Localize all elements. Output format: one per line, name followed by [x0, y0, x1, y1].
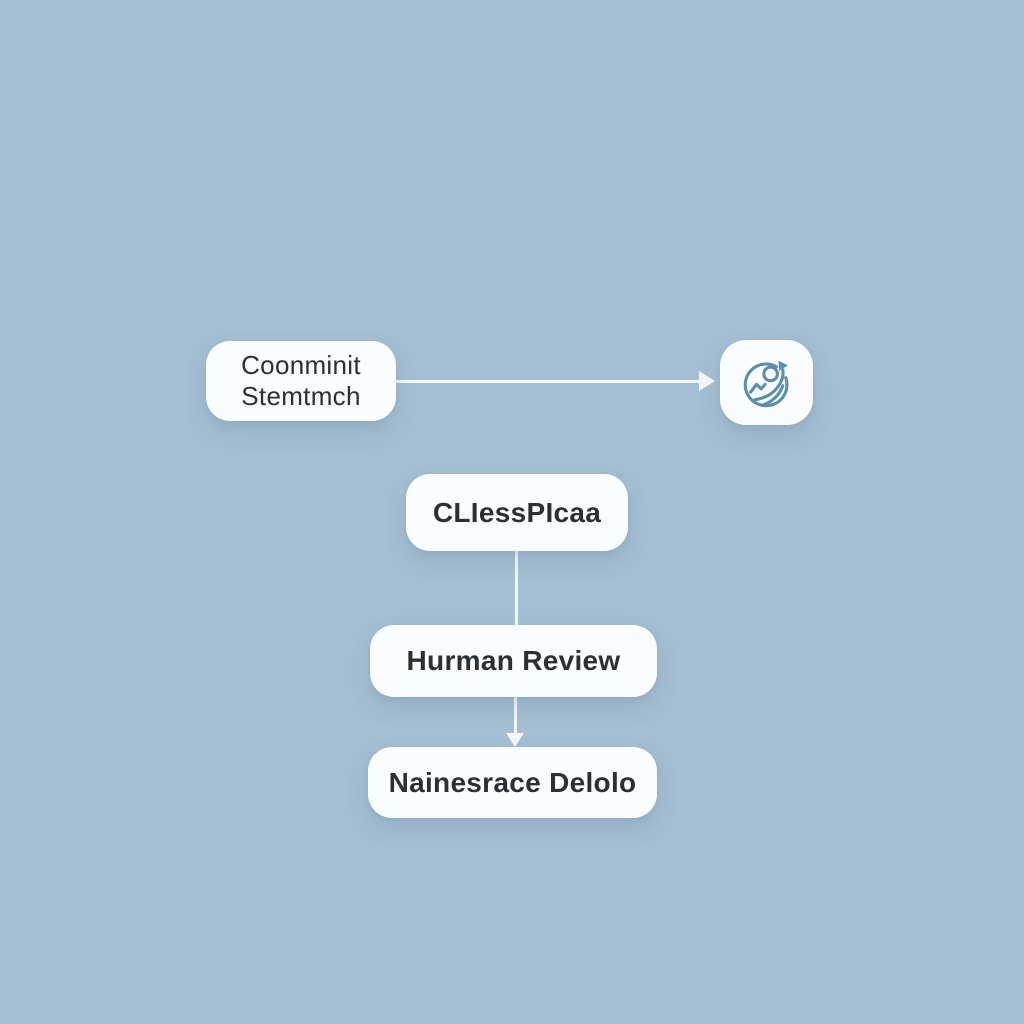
connector-node1-to-icon [396, 380, 700, 383]
node-label: Hurman Review [406, 645, 621, 676]
node-label: CLIessPIcaa [432, 496, 602, 528]
connector-node2-to-node3 [515, 551, 518, 626]
connector-node3-to-node4 [514, 697, 517, 734]
node-label-line1: Coonminit [241, 350, 361, 380]
node-label-line2: Stemtmch [241, 381, 361, 411]
flow-node-coonminit-stemtmch: Coonminit Stemtmch [206, 341, 396, 421]
person-progress-cycle-icon [738, 354, 796, 412]
flow-node-cliesspicaa: CLIessPIcaa [406, 474, 628, 551]
flow-node-hurman-review: Hurman Review [370, 625, 657, 697]
flow-node-nainesrace-delolo: Nainesrace Delolo [368, 747, 657, 818]
flow-node-icon-tile [720, 340, 813, 425]
arrowhead-down-icon [506, 733, 524, 747]
arrowhead-right-icon [699, 371, 715, 391]
node-label: Nainesrace Delolo [388, 766, 637, 798]
